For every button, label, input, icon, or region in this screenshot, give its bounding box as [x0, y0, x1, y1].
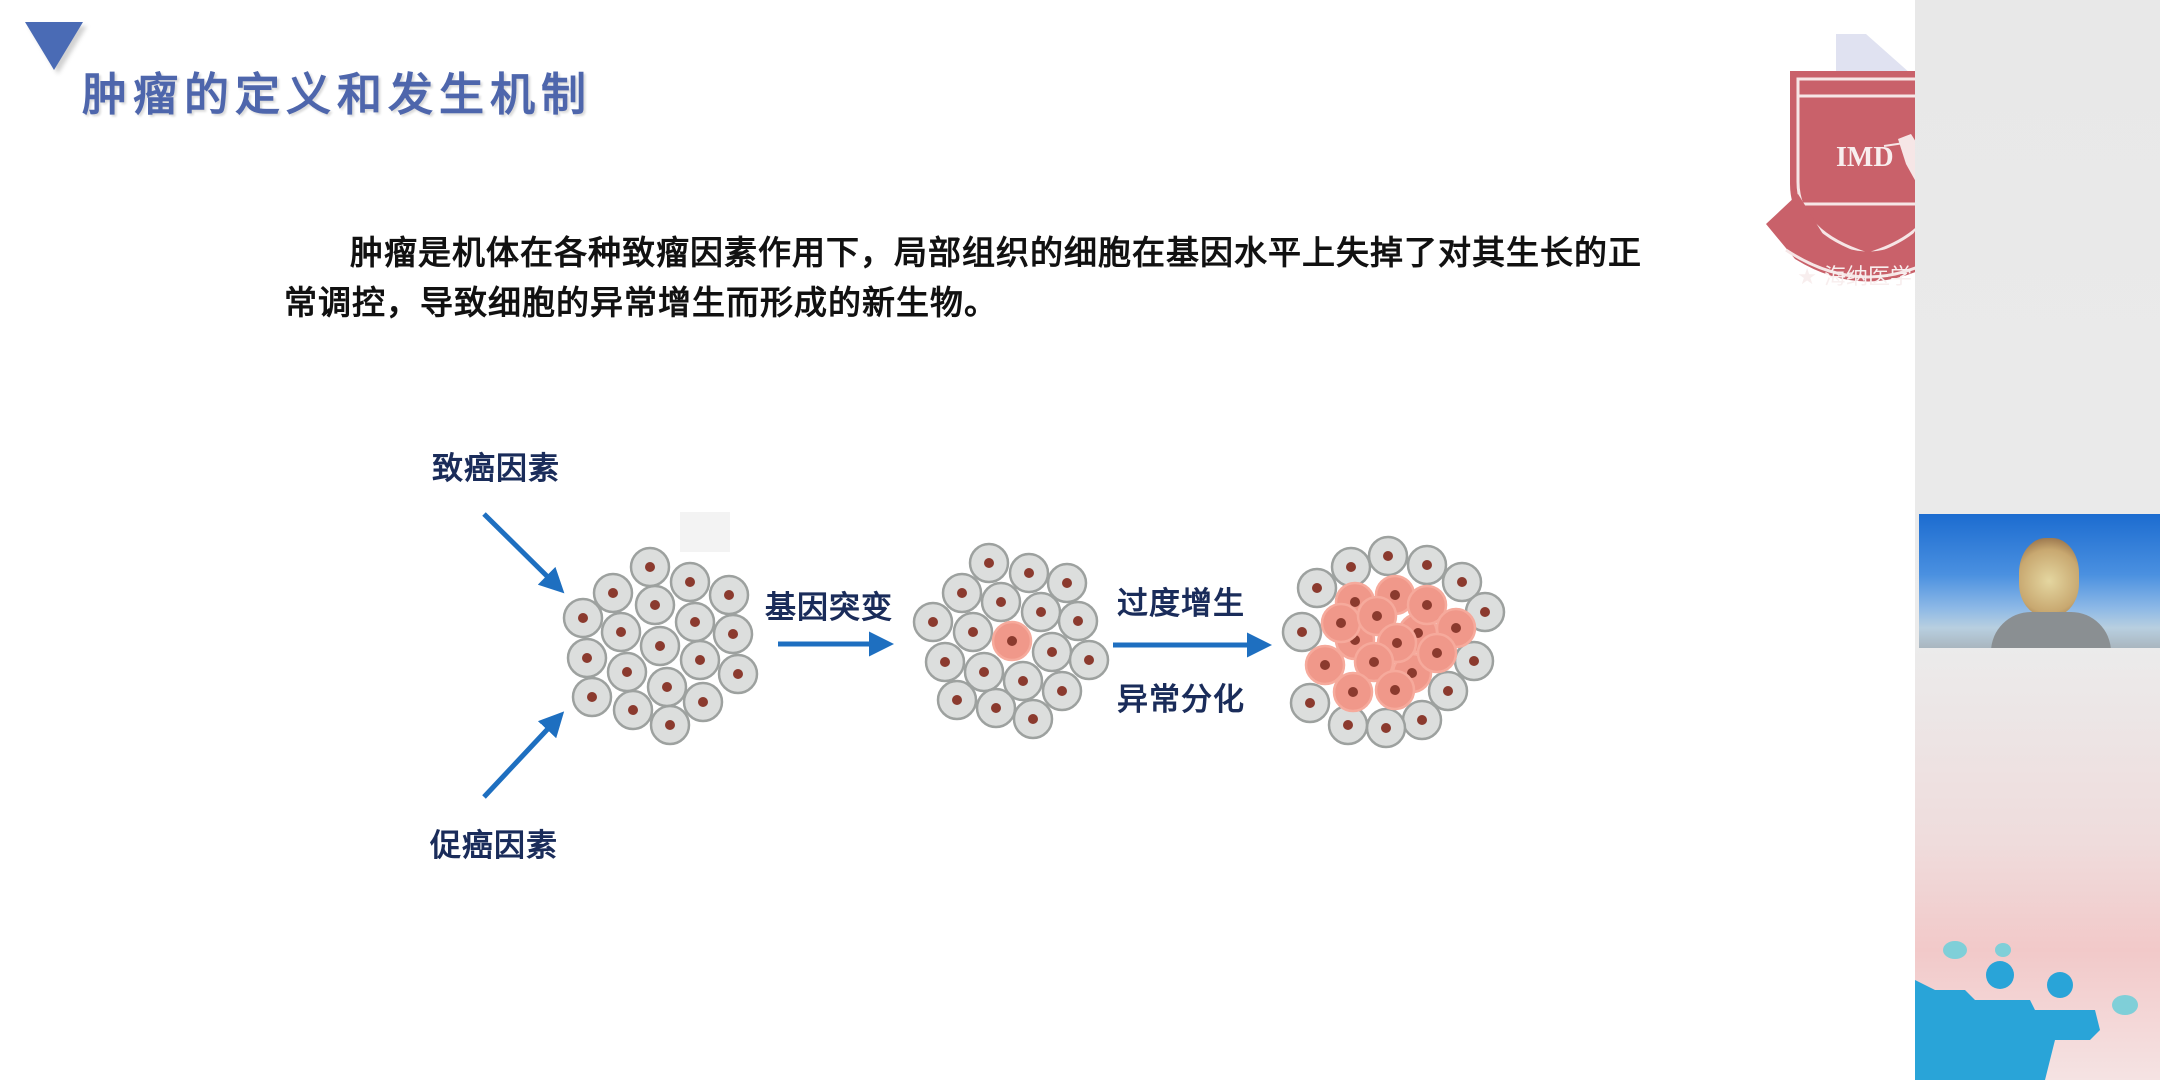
normal-cell — [674, 601, 716, 643]
normal-tissue-cluster — [562, 546, 759, 746]
normal-cell — [1427, 670, 1469, 712]
participant-body — [1991, 612, 2111, 648]
normal-cell — [717, 653, 759, 695]
normal-cell — [600, 611, 642, 653]
mutated-tissue-cluster — [912, 542, 1110, 740]
normal-cell — [1002, 660, 1044, 702]
normal-cell — [952, 611, 994, 653]
normal-cell — [639, 625, 681, 667]
normal-cell — [1008, 552, 1050, 594]
normal-cell — [682, 681, 724, 723]
normal-cell — [975, 687, 1017, 729]
carcinogenic-factor-label: 致癌因素 — [432, 451, 560, 487]
normal-cell — [679, 639, 721, 681]
arrow-0 — [482, 512, 565, 594]
normal-cell — [1031, 631, 1073, 673]
abnormal-cell — [1332, 671, 1374, 713]
normal-cell — [1296, 567, 1338, 609]
gene-mutation-label: 基因突变 — [765, 590, 893, 626]
normal-cell — [941, 572, 983, 614]
normal-cell — [968, 542, 1010, 584]
normal-cell — [606, 651, 648, 693]
normal-cell — [1406, 544, 1448, 586]
slide-title: 肿瘤的定义和发生机制 — [82, 68, 593, 121]
normal-cell — [1327, 704, 1369, 746]
abnormal-cell — [991, 620, 1033, 662]
normal-cell — [562, 597, 604, 639]
normal-cell — [712, 613, 754, 655]
normal-cell — [924, 641, 966, 683]
normal-cell — [1441, 561, 1483, 603]
video-sidebar — [1915, 0, 2160, 1080]
tumor-mechanism-diagram — [482, 512, 1506, 799]
abnormal-differentiation-label: 异常分化 — [1117, 682, 1245, 718]
normal-cell — [1057, 600, 1099, 642]
normal-cell — [1068, 639, 1110, 681]
normal-cell — [1289, 682, 1331, 724]
normal-cell — [629, 546, 671, 588]
normal-cell — [708, 574, 750, 616]
normal-cell — [1041, 670, 1083, 712]
normal-cell — [612, 689, 654, 731]
normal-cell — [1453, 640, 1495, 682]
hyperplasia-label: 过度增生 — [1117, 586, 1245, 622]
normal-cell — [936, 679, 978, 721]
tumor-tissue-cluster — [1281, 535, 1506, 749]
normal-cell — [1365, 707, 1407, 749]
normal-cell — [1367, 535, 1409, 577]
participant-head — [2019, 538, 2079, 616]
normal-cell — [1281, 611, 1323, 653]
arrow-1 — [482, 711, 565, 799]
normal-cell — [980, 581, 1022, 623]
abnormal-cell — [1353, 641, 1395, 683]
promoting-factor-label: 促癌因素 — [430, 828, 558, 864]
participant-video-thumbnail[interactable] — [1919, 514, 2160, 648]
meeting-silhouette-decoration — [1915, 941, 2138, 1080]
abnormal-cell — [1374, 669, 1416, 711]
normal-cell — [912, 601, 954, 643]
normal-cell — [1046, 562, 1088, 604]
definition-paragraph: 肿瘤是机体在各种致瘤因素作用下，局部组织的细胞在基因水平上失掉了对其生长的正常调… — [284, 233, 1642, 322]
normal-cell — [1401, 699, 1443, 741]
normal-cell — [963, 651, 1005, 693]
cell-clusters — [562, 535, 1506, 749]
normal-cell — [592, 572, 634, 614]
abnormal-cell — [1304, 644, 1346, 686]
placeholder-box — [680, 512, 730, 552]
normal-cell — [1012, 698, 1054, 740]
normal-cell — [649, 704, 691, 746]
arrows — [482, 512, 1272, 799]
normal-cell — [634, 584, 676, 626]
abnormal-cell — [1406, 584, 1448, 626]
abnormal-cell — [1416, 632, 1458, 674]
normal-cell — [1020, 591, 1062, 633]
normal-cell — [571, 676, 613, 718]
presentation-slide: 肿瘤的定义和发生机制 肿瘤是机体在各种致瘤因素作用下，局部组织的细胞在基因水平上… — [25, 22, 1642, 864]
abnormal-cell — [1320, 602, 1362, 644]
normal-cell — [669, 561, 711, 603]
title-triangle-icon — [25, 22, 83, 70]
normal-cell — [1330, 546, 1372, 588]
abnormal-cell — [1356, 595, 1398, 637]
logo-imd-text: IMD — [1836, 142, 1894, 173]
normal-cell — [646, 666, 688, 708]
normal-cell — [566, 637, 608, 679]
